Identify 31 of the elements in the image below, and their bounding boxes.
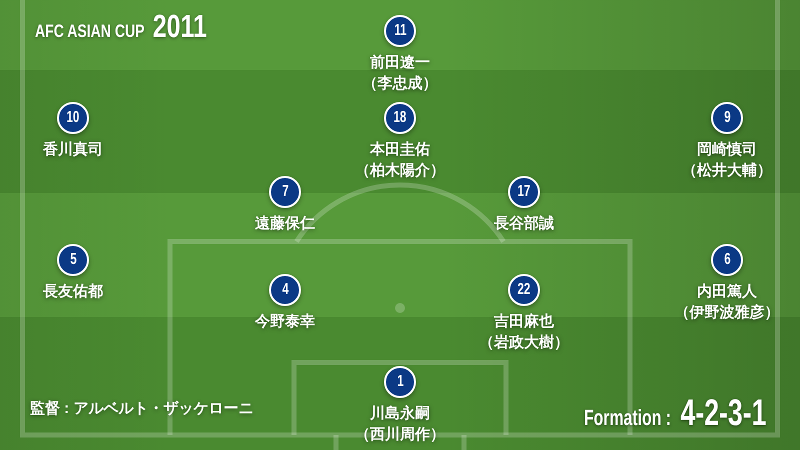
tournament-title: AFC ASIAN CUP 2011 [35,10,207,42]
shirt-number-circle: 9 [711,102,743,134]
shirt-number-circle: 5 [57,244,89,276]
substitute-name: （西川周作） [355,426,445,444]
player-name: 香川真司 [43,141,103,159]
player-name: 遠藤保仁 [255,215,315,233]
player-name: 吉田麻也 [494,313,554,331]
substitute-name: （柏木陽介） [355,162,445,180]
shirt-number-circle: 6 [711,244,743,276]
shirt-number-circle: 10 [57,102,89,134]
shirt-number-circle: 7 [269,176,301,208]
shirt-number-circle: 11 [384,15,416,47]
player-name: 内田篤人 [697,283,757,301]
shirt-number-circle: 1 [384,366,416,398]
shirt-number-circle: 18 [384,102,416,134]
player-name: 長谷部誠 [494,215,554,233]
coach-name: 監督 : アルベルト・ザッケローニ [30,401,254,416]
player-name: 岡崎慎司 [697,141,757,159]
substitute-name: （松井大輔） [682,162,772,180]
player-name: 今野泰幸 [255,313,315,331]
substitute-name: （李忠成） [362,75,438,93]
shirt-number-circle: 17 [508,176,540,208]
player-name: 前田遼一 [370,54,430,72]
player-name: 長友佑都 [43,283,103,301]
player-name: 川島永嗣 [370,405,430,423]
formation-label: Formation : 4-2-3-1 [584,394,766,431]
substitute-name: （伊野波雅彦） [674,304,780,322]
substitute-name: （岩政大樹） [479,334,569,352]
player-name: 本田圭佑 [370,141,430,159]
shirt-number-circle: 4 [269,274,301,306]
shirt-number-circle: 22 [508,274,540,306]
